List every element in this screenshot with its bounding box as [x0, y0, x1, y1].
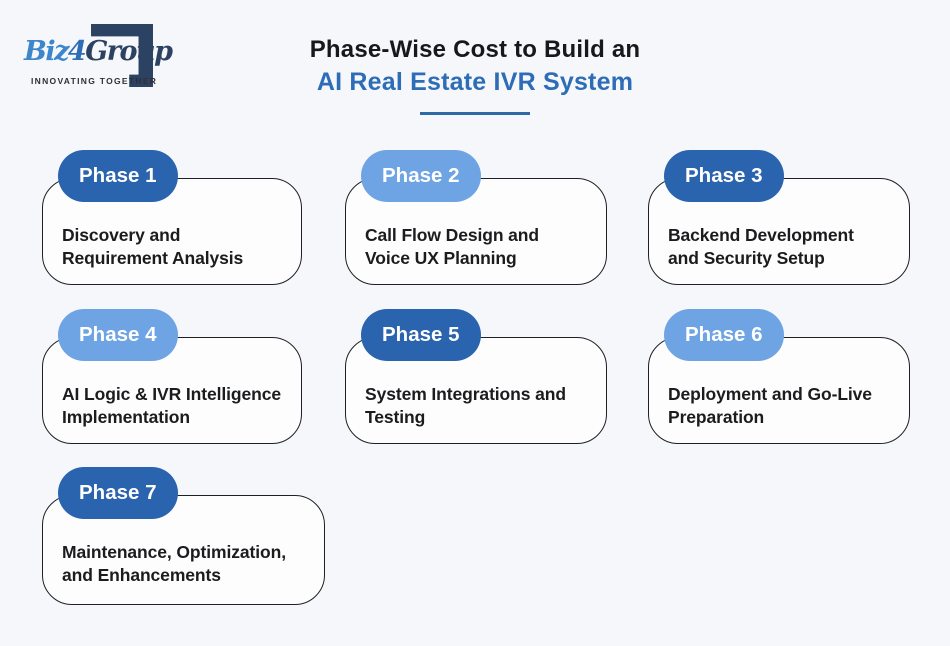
phase-badge: Phase 7 [58, 467, 178, 519]
phase-card-5: Phase 5 System Integrations and Testing [345, 309, 607, 444]
phase-badge: Phase 5 [361, 309, 481, 361]
phase-description-line: and Enhancements [62, 564, 221, 585]
logo-wordmark-part3: Group [85, 36, 173, 67]
logo-bracket-icon [91, 24, 153, 87]
logo-wordmark: Biz4Group [24, 36, 173, 67]
phase-description: Discovery and Requirement Analysis [62, 224, 293, 269]
title-line-2: AI Real Estate IVR System [316, 68, 634, 96]
phase-description: Deployment and Go-Live Preparation [668, 383, 901, 428]
phase-description: Backend Development and Security Setup [668, 224, 901, 269]
logo-wordmark-part2: 4 [67, 36, 87, 67]
phase-description-line: Maintenance, Optimization, [62, 542, 286, 562]
phase-description-line: Requirement Analysis [62, 247, 244, 268]
phase-description-line: Call Flow Design and [365, 225, 539, 245]
phase-description-line: Implementation [62, 406, 190, 427]
logo-tagline: INNOVATING TOGETHER [31, 76, 158, 86]
phase-card-7: Phase 7 Maintenance, Optimization, and E… [42, 467, 325, 605]
phase-description: System Integrations and Testing [365, 383, 598, 428]
phase-badge: Phase 6 [664, 309, 784, 361]
phase-card-2: Phase 2 Call Flow Design and Voice UX Pl… [345, 150, 607, 285]
phase-description-line: Testing [365, 406, 426, 427]
phase-card-1: Phase 1 Discovery and Requirement Analys… [42, 150, 302, 285]
phase-card-6: Phase 6 Deployment and Go-Live Preparati… [648, 309, 910, 444]
phase-description-line: Voice UX Planning [365, 247, 517, 268]
phase-description-line: Backend Development [668, 225, 854, 245]
phase-description-line: AI Logic & IVR Intelligence [62, 384, 281, 404]
biz4group-logo: Biz4Group INNOVATING TOGETHER [22, 12, 173, 94]
page-title: Phase-Wise Cost to Build an AI Real Esta… [0, 36, 950, 115]
title-underline [420, 112, 530, 115]
phase-badge: Phase 3 [664, 150, 784, 202]
phase-card-3: Phase 3 Backend Development and Security… [648, 150, 910, 285]
phase-description-line: System Integrations and [365, 384, 566, 404]
phase-description: Maintenance, Optimization, and Enhanceme… [62, 541, 316, 586]
phase-description: AI Logic & IVR Intelligence Implementati… [62, 383, 293, 428]
phase-description: Call Flow Design and Voice UX Planning [365, 224, 598, 269]
title-line-1: Phase-Wise Cost to Build an [309, 36, 641, 63]
phase-description-line: Discovery and [62, 225, 181, 245]
phase-badge: Phase 2 [361, 150, 481, 202]
phase-description-line: Deployment and Go-Live [668, 384, 872, 404]
phase-description-line: and Security Setup [668, 247, 825, 268]
phase-badge: Phase 1 [58, 150, 178, 202]
logo-wordmark-part1: Biz [24, 36, 69, 67]
phase-badge: Phase 4 [58, 309, 178, 361]
phase-description-line: Preparation [668, 406, 765, 427]
phase-card-4: Phase 4 AI Logic & IVR Intelligence Impl… [42, 309, 302, 444]
